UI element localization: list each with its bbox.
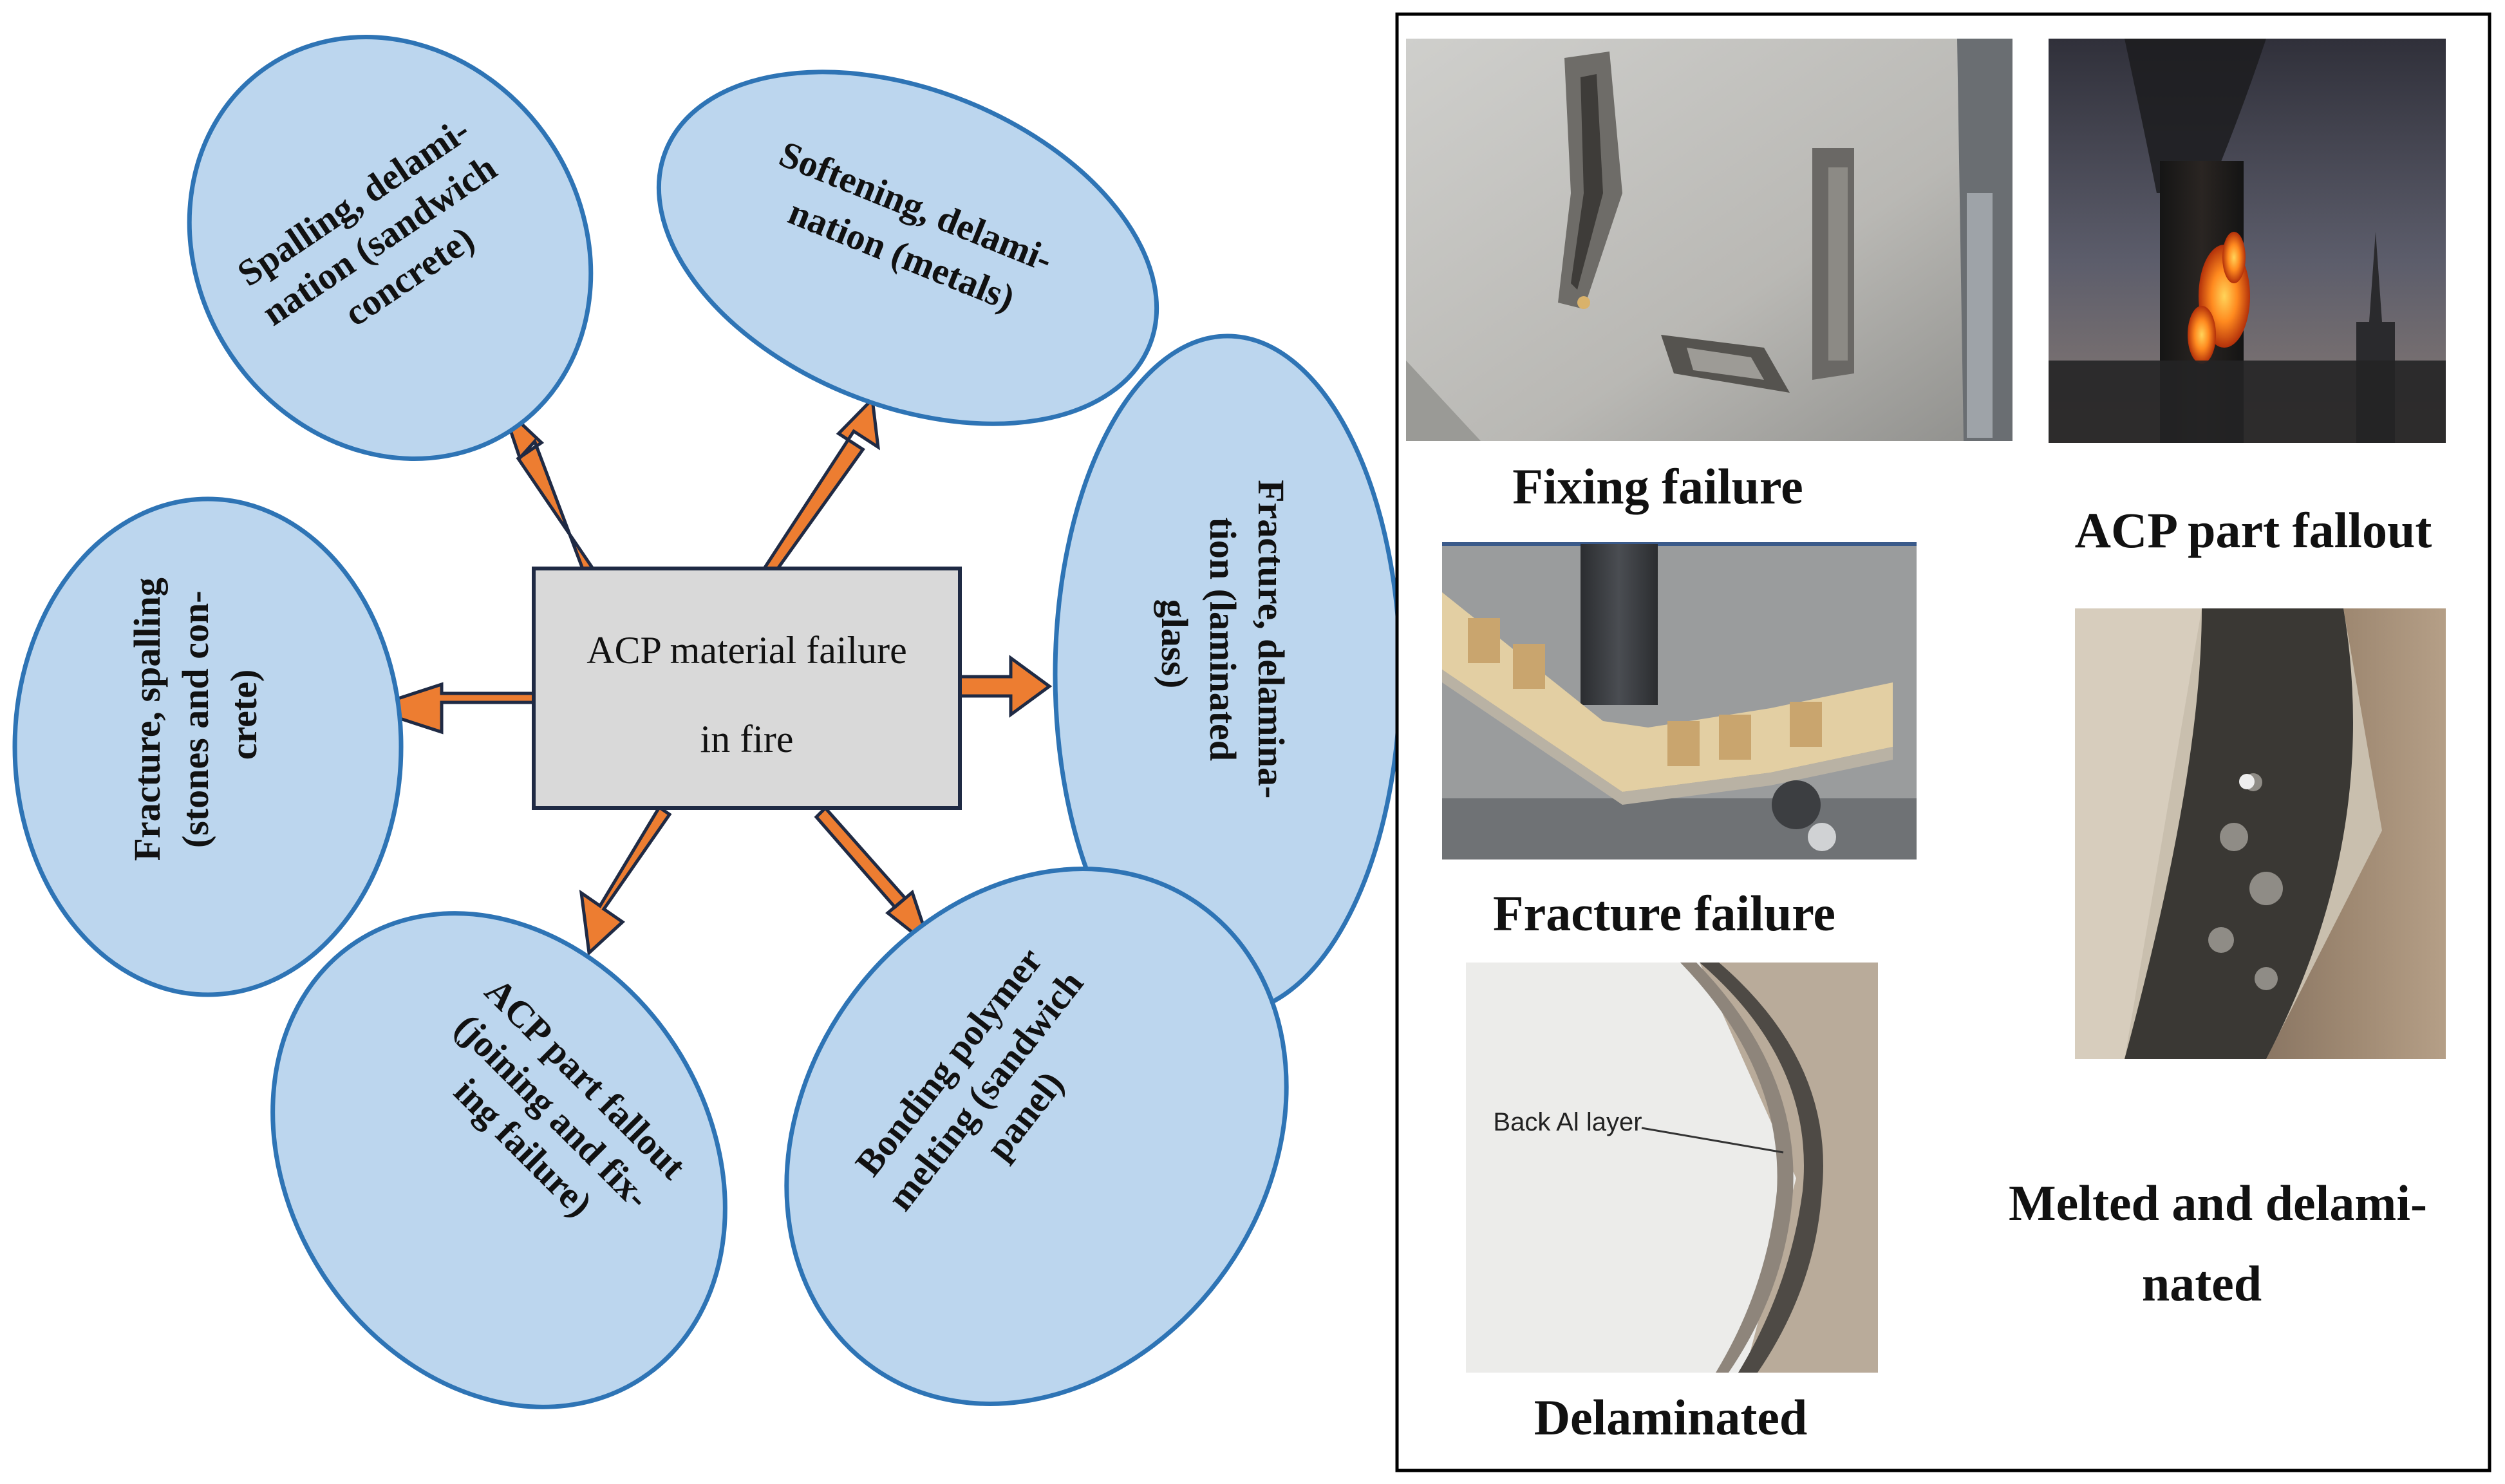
ellipse-spalling-sandwich: Spalling, delami- nation (sandwich concr… [187,35,594,461]
ellipse-fracture-stones-line2: (stones and con- [174,590,216,848]
arrow-to-softening-metals [757,395,881,585]
ellipse-bonding-polymer: Bonding polymer melting (sandwich panel) [784,867,1289,1406]
ellipse-fracture-glass-line1: Fracture, delamina- [1250,480,1292,798]
photo-fixing-failure [1406,39,2012,441]
ellipse-fracture-glass-line2: tion (laminated [1202,517,1244,761]
ellipse-fracture-glass-line3: glass) [1154,599,1196,689]
photo-melted-delaminated [2075,608,2446,1059]
caption-fracture-failure: Fracture failure [1493,885,1835,941]
center-box: ACP material failure in fire [532,567,962,810]
caption-melted-line1: Melted and delami- [2009,1175,2427,1231]
failure-arrows [362,395,1053,957]
photo-delaminated: Back Al layer [1466,963,1878,1373]
photo-fracture-failure [1442,542,1917,859]
ellipse-softening-metals: Softening, delami- nation (metals) [656,70,1159,426]
ellipse-part-fallout: ACP part fallout (joining and fix- ing f… [270,911,727,1409]
arrow-to-fracture-stones [362,682,536,735]
ellipse-fracture-stones-line3: crete) [223,670,265,760]
arrow-to-part-fallout [579,805,672,957]
arrow-to-fracture-glass [957,655,1053,718]
center-box-line1: ACP material failure [586,629,907,672]
svg-text:Fracture, delamina- tion: Fracture, delamina- tion (laminated glas… [1154,480,1292,808]
photo-label-back-al-layer: Back Al layer [1493,1108,1642,1136]
caption-delaminated: Delaminated [1534,1389,1808,1445]
ellipse-fracture-stones-line1: Fracture, spalling [126,578,168,861]
ellipse-fracture-stones: Fracture, spalling (stones and con- cret… [12,496,404,997]
center-box-line2: in fire [700,718,794,760]
ellipse-fracture-glass: Fracture, delamina- tion (laminated glas… [1053,333,1403,1016]
arrow-to-bonding-polymer [814,805,934,952]
caption-melted-line2: nated [2142,1255,2262,1311]
caption-acp-part-fallout: ACP part fallout [2075,502,2432,558]
arrow-to-spalling-sandwich [500,404,596,578]
photo-acp-part-fallout [2049,39,2446,443]
svg-text:Fracture, spalling (ston: Fracture, spalling (stones and con- cret… [126,568,265,861]
caption-fixing-failure: Fixing failure [1512,458,1803,514]
